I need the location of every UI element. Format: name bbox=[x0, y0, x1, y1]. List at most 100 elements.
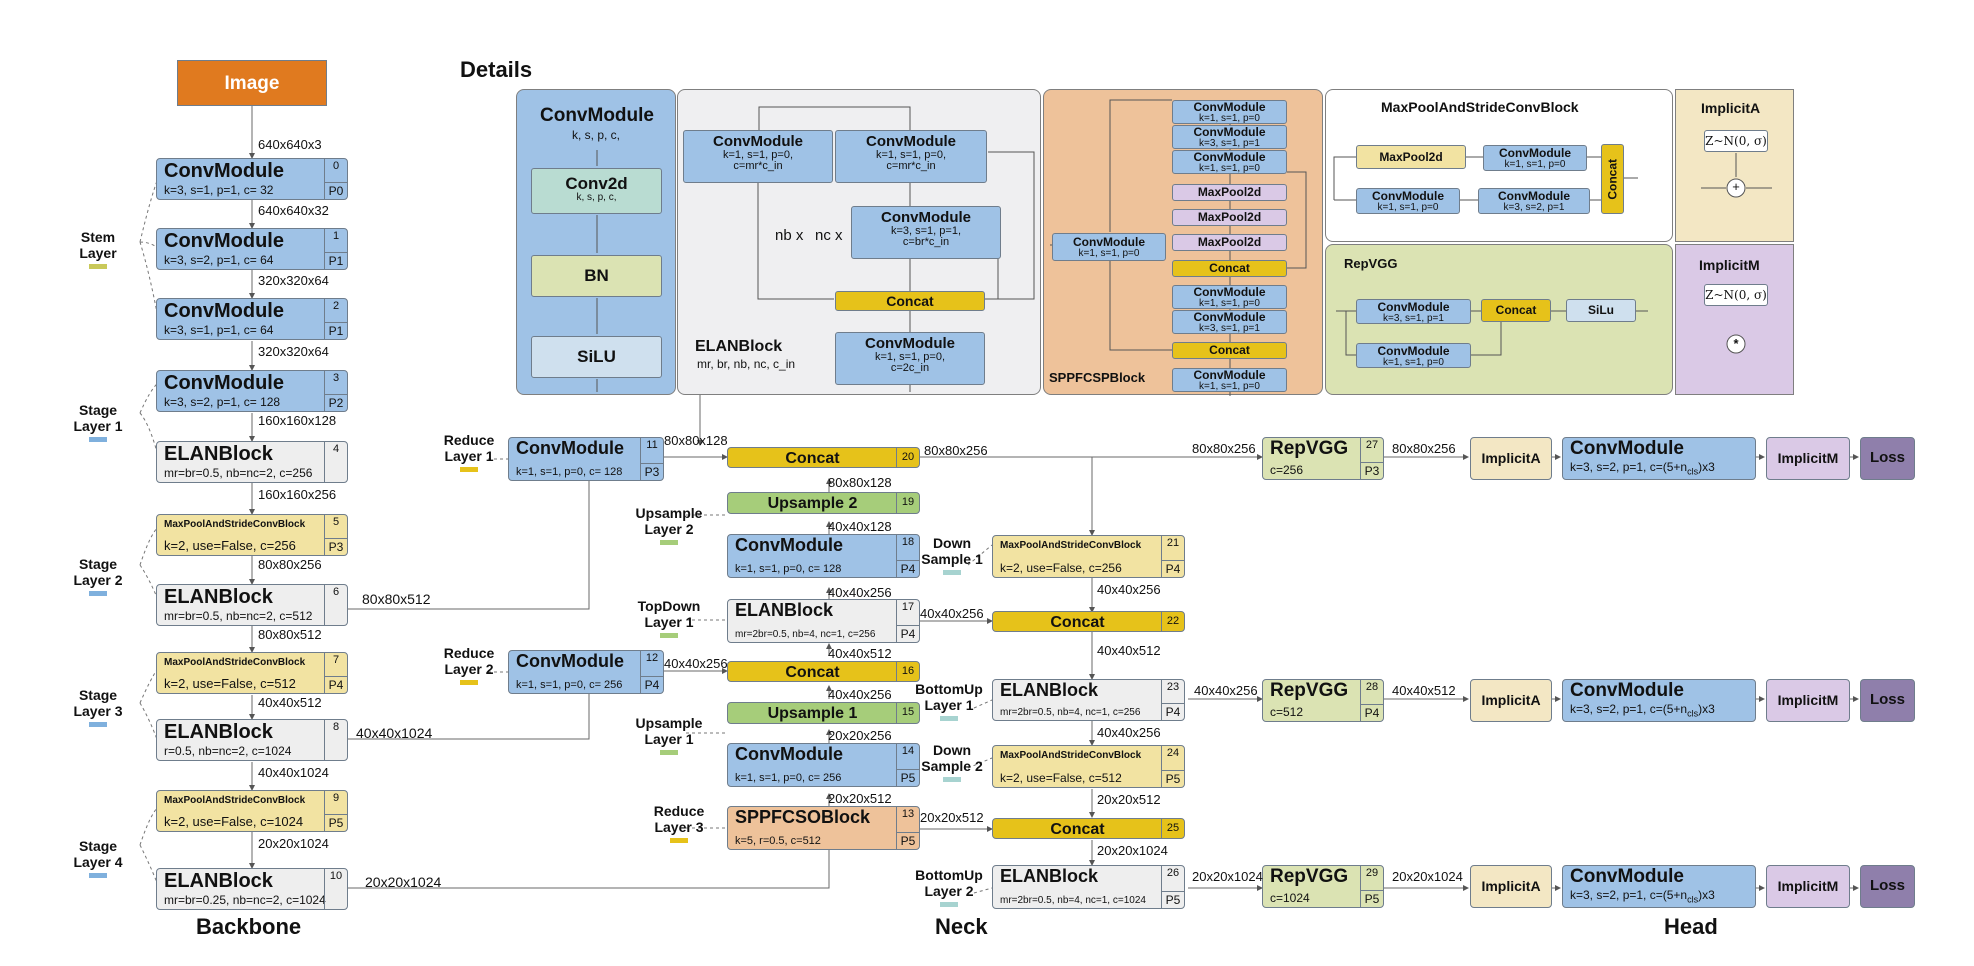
block-params: k=2, use=False, c=256 bbox=[164, 537, 296, 553]
neck-dim-d8: 40x40x256 bbox=[664, 656, 728, 671]
conv-params-b: )x3 bbox=[1698, 887, 1715, 902]
neck-dim-d7: 40x40x512 bbox=[828, 646, 892, 661]
block-index: 11 bbox=[646, 439, 658, 451]
neck-layer-color-marker bbox=[460, 467, 478, 473]
sppf-stack-item: MaxPool2d bbox=[1172, 234, 1287, 251]
detail-mpsc-conv1-label: ConvModule bbox=[1499, 146, 1571, 160]
block-params: k=3, s=2, p=1, c= 128 bbox=[164, 394, 281, 409]
neck-dim-d10: 20x20x256 bbox=[828, 728, 892, 743]
detail-sppf-left-conv: ConvModule k=1, s=1, p=0 bbox=[1052, 233, 1166, 261]
pyramid-level: P5 bbox=[897, 769, 919, 785]
detail-implicita-graph bbox=[1701, 153, 1772, 198]
block-name: ELANBlock bbox=[1000, 680, 1099, 700]
block-name: Upsample 2 bbox=[767, 495, 858, 512]
block-params: k=2, use=False, c=512 bbox=[164, 675, 296, 691]
detail-sppf-left-conv-label: ConvModule bbox=[1073, 235, 1145, 249]
detail-elan-concat-label: Concat bbox=[886, 293, 934, 309]
block-index-tag: 10 bbox=[324, 869, 347, 909]
head-implicita: ImplicitA bbox=[1470, 437, 1552, 480]
neck-layer-label-line2: Layer 1 bbox=[644, 731, 694, 748]
neck-layer-label-line1: Reduce bbox=[653, 803, 705, 819]
stage-color-marker bbox=[89, 873, 107, 879]
stage-label-line1: Stem bbox=[80, 229, 116, 245]
head-implicitm: ImplicitM bbox=[1766, 865, 1850, 908]
detail-sppfcsp-panel: ConvModule k=1, s=1, p=0 ConvModule k=1, … bbox=[1043, 89, 1323, 396]
sppf-stack-item-params: k=1, s=1, p=0 bbox=[1199, 112, 1260, 124]
sppf-stack-item: MaxPool2d bbox=[1172, 209, 1287, 226]
block-params: mr=2br=0.5, nb=4, nc=1, c=1024 bbox=[1000, 895, 1146, 906]
detail-convmodule-panel: ConvModule k, s, p, c, Conv2d k, s, p, c… bbox=[516, 89, 676, 395]
detail-elan-conv3-params: k=3, s=1, p=1, bbox=[890, 224, 962, 237]
neck-layer-label-line1: Upsample bbox=[635, 715, 703, 731]
block-index: 16 bbox=[901, 665, 915, 677]
detail-elan-conv4-channels: c=2c_in bbox=[890, 362, 930, 375]
detail-repvgg-arrows bbox=[1336, 310, 1648, 356]
detail-repvgg-conv1-label: ConvModule bbox=[1377, 300, 1450, 314]
block-name: ImplicitA bbox=[1481, 878, 1541, 894]
block-index: 1 bbox=[332, 230, 340, 242]
pyramid-level: P5 bbox=[1162, 770, 1184, 786]
head-output-dim: 20x20x1024 bbox=[1392, 869, 1463, 884]
stage-color-marker bbox=[89, 437, 107, 443]
block-name: MaxPoolAndStrideConvBlock bbox=[1000, 750, 1142, 761]
block-name: ImplicitM bbox=[1777, 878, 1839, 894]
block-index: 23 bbox=[1166, 681, 1180, 693]
block-index: 3 bbox=[332, 372, 340, 384]
neck-layer-label-line1: Reduce bbox=[443, 645, 495, 661]
detail-mpsc-concat: Concat bbox=[1601, 144, 1624, 214]
dim-label: 320x320x64 bbox=[258, 273, 329, 288]
detail-repvgg-silu: SiLu bbox=[1566, 299, 1636, 322]
pyramid-level: P4 bbox=[641, 676, 663, 692]
block-index: 13 bbox=[901, 808, 915, 820]
block-index: 26 bbox=[1166, 867, 1180, 879]
sppf-stack-item-label: MaxPool2d bbox=[1197, 185, 1262, 199]
pyramid-level: P4 bbox=[897, 560, 919, 576]
detail-elan-conv2-params: k=1, s=1, p=0, bbox=[875, 148, 947, 161]
detail-conv-arrows bbox=[596, 150, 598, 392]
block-name: RepVGG bbox=[1270, 866, 1349, 887]
sppf-stack-item-label: ConvModule bbox=[1193, 285, 1266, 299]
neck-layer-label-line2: Sample 1 bbox=[921, 551, 983, 568]
detail-implicitm-z: Z~N(0, σ) bbox=[1704, 284, 1768, 306]
detail-repvgg-conv1: ConvModule k=3, s=1, p=1 bbox=[1356, 299, 1471, 324]
sppf-stack-item-label: MaxPool2d bbox=[1197, 235, 1262, 249]
block-params: k=1, s=1, p=0, c= 256 bbox=[735, 771, 842, 784]
neck-dim-d12: 20x20x512 bbox=[920, 810, 984, 825]
sppf-stack-item: Concat bbox=[1172, 342, 1287, 359]
sppf-stack-item-label: ConvModule bbox=[1193, 310, 1266, 324]
conv-params-a: k=3, s=2, p=1, c=(5+n bbox=[1570, 887, 1688, 902]
conv-params-a: k=3, s=2, p=1, c=(5+n bbox=[1570, 459, 1688, 474]
pyramid-level: P4 bbox=[897, 625, 919, 641]
detail-repvgg-panel: RepVGG ConvModule k=3, s=1, p=1 ConvModu… bbox=[1325, 244, 1673, 395]
block-params: k=2, use=False, c=1024 bbox=[164, 813, 304, 829]
neck-layer-color-marker bbox=[670, 838, 688, 844]
stage-label-line2: Layer 1 bbox=[73, 418, 123, 435]
head-loss: Loss bbox=[1860, 679, 1915, 722]
block-params: r=0.5, nb=nc=2, c=1024 bbox=[164, 743, 292, 758]
detail-implicitm-panel: ImplicitM Z~N(0, σ) * bbox=[1675, 244, 1794, 395]
block-index: 8 bbox=[332, 721, 340, 733]
block-name: MaxPoolAndStrideConvBlock bbox=[164, 657, 306, 668]
block-name: ConvModule bbox=[164, 230, 284, 252]
